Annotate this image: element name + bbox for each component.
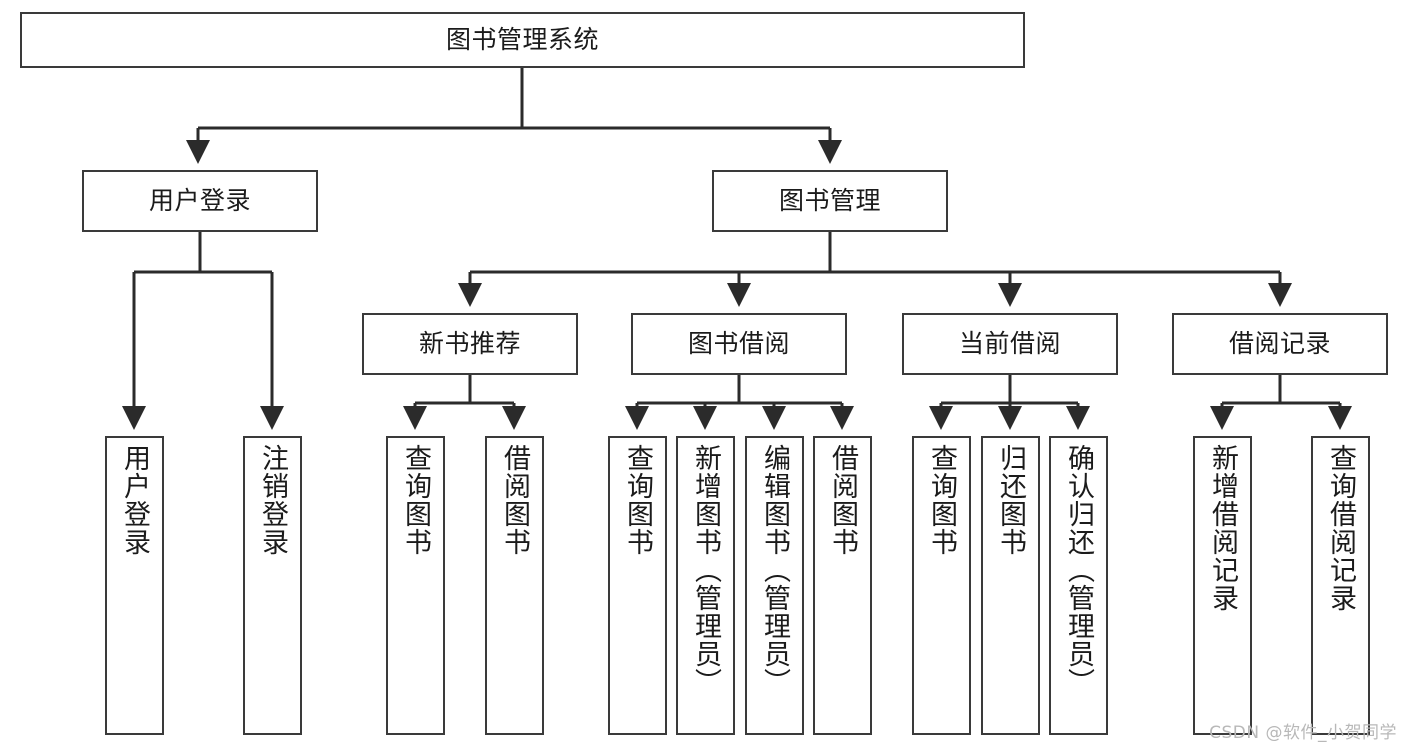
node-new-book-recommend[interactable]: 新书推荐 — [362, 313, 578, 375]
leaf-book-borrow-edit-book-admin[interactable]: 编辑图书（管理员） — [745, 436, 804, 735]
leaf-book-borrow-borrow-book[interactable]: 借阅图书 — [813, 436, 872, 735]
leaf-user-login-logout[interactable]: 注销登录 — [243, 436, 302, 735]
leaf-book-borrow-query-book[interactable]: 查询图书 — [608, 436, 667, 735]
node-label: 借阅图书 — [499, 444, 530, 556]
node-label: 查询图书 — [622, 444, 653, 556]
node-label: 归还图书 — [995, 444, 1026, 556]
node-label: 查询借阅记录 — [1325, 444, 1356, 612]
node-label: 新增借阅记录 — [1207, 444, 1238, 612]
leaf-new-book-query-book[interactable]: 查询图书 — [386, 436, 445, 735]
node-book-borrow[interactable]: 图书借阅 — [631, 313, 847, 375]
node-current-borrow[interactable]: 当前借阅 — [902, 313, 1118, 375]
node-borrow-record[interactable]: 借阅记录 — [1172, 313, 1388, 375]
leaf-new-book-borrow-book[interactable]: 借阅图书 — [485, 436, 544, 735]
csdn-watermark: CSDN @软件_小贺同学 — [1209, 723, 1397, 743]
node-label: 借阅记录 — [1228, 328, 1331, 358]
node-root-system[interactable]: 图书管理系统 — [20, 12, 1025, 68]
node-label: 编辑图书（管理员） — [759, 444, 790, 696]
leaf-current-borrow-return-book[interactable]: 归还图书 — [981, 436, 1040, 735]
leaf-borrow-record-add-record[interactable]: 新增借阅记录 — [1193, 436, 1252, 735]
node-label: 当前借阅 — [958, 328, 1061, 358]
node-label: 图书借阅 — [687, 328, 790, 358]
node-book-management[interactable]: 图书管理 — [712, 170, 948, 232]
node-label: 确认归还（管理员） — [1063, 444, 1094, 696]
node-label: 图书管理 — [778, 185, 881, 215]
node-label: 注销登录 — [257, 444, 288, 556]
node-label: 新增图书（管理员） — [690, 444, 721, 696]
leaf-book-borrow-add-book-admin[interactable]: 新增图书（管理员） — [676, 436, 735, 735]
node-label: 新书推荐 — [418, 328, 521, 358]
node-label: 查询图书 — [400, 444, 431, 556]
node-label: 查询图书 — [926, 444, 957, 556]
leaf-borrow-record-query-record[interactable]: 查询借阅记录 — [1311, 436, 1370, 735]
node-label: 图书管理系统 — [445, 24, 599, 54]
node-label: 用户登录 — [148, 185, 251, 215]
leaf-current-borrow-confirm-return-admin[interactable]: 确认归还（管理员） — [1049, 436, 1108, 735]
leaf-current-borrow-query-book[interactable]: 查询图书 — [912, 436, 971, 735]
node-label: 借阅图书 — [827, 444, 858, 556]
node-user-login[interactable]: 用户登录 — [82, 170, 318, 232]
node-label: 用户登录 — [119, 444, 150, 556]
leaf-user-login-login[interactable]: 用户登录 — [105, 436, 164, 735]
